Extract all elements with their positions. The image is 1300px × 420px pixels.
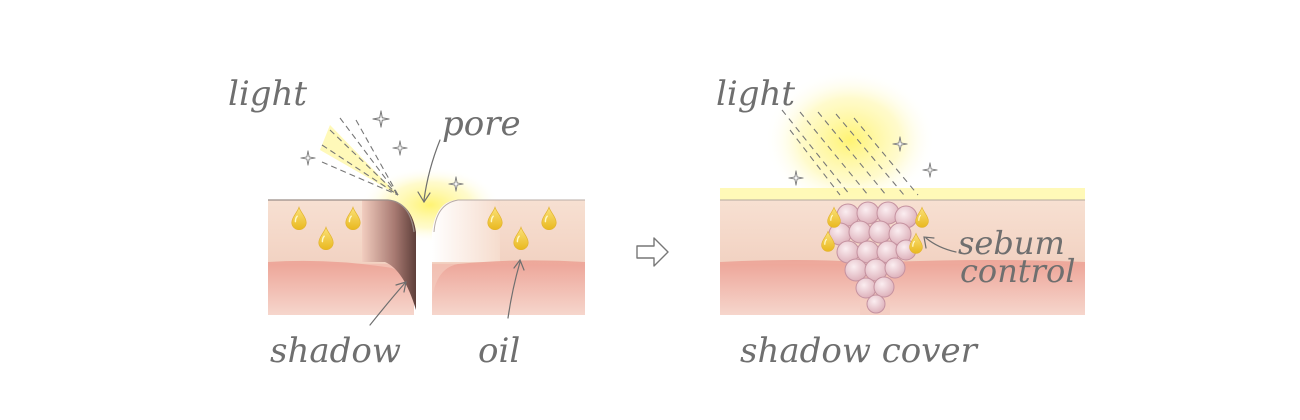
light-beam-before	[320, 117, 399, 196]
before-light-label: light	[228, 74, 307, 114]
left-skin-block	[268, 200, 416, 315]
pore-shadow	[362, 200, 416, 310]
after-light-label: light	[716, 74, 795, 114]
pore-pointer-arrow	[423, 139, 441, 201]
sebum-label: sebum	[958, 224, 1065, 262]
control-label: control	[960, 252, 1075, 290]
right-skin-block	[432, 200, 585, 315]
oil-pointer-arrow	[507, 261, 521, 319]
after-light-glow	[765, 70, 935, 210]
sparkle-icon	[372, 110, 390, 128]
right-arrow-icon	[636, 237, 669, 267]
shadow-pointer-arrow	[369, 282, 406, 326]
pore-label: pore	[442, 104, 521, 144]
sparkle-icon	[392, 140, 408, 156]
sparkle-icon	[300, 150, 316, 166]
sebum-pointer-arrow	[925, 237, 957, 253]
light-beam-after	[781, 109, 919, 196]
sebum-cluster	[828, 201, 918, 314]
oil-label: oil	[478, 331, 520, 371]
before-panel: light pore shadow oil	[228, 74, 585, 371]
shadow-label: shadow	[270, 331, 401, 371]
after-panel: light sebum control shadow cover	[716, 70, 1085, 371]
shadow-cover-label: shadow cover	[740, 331, 979, 371]
